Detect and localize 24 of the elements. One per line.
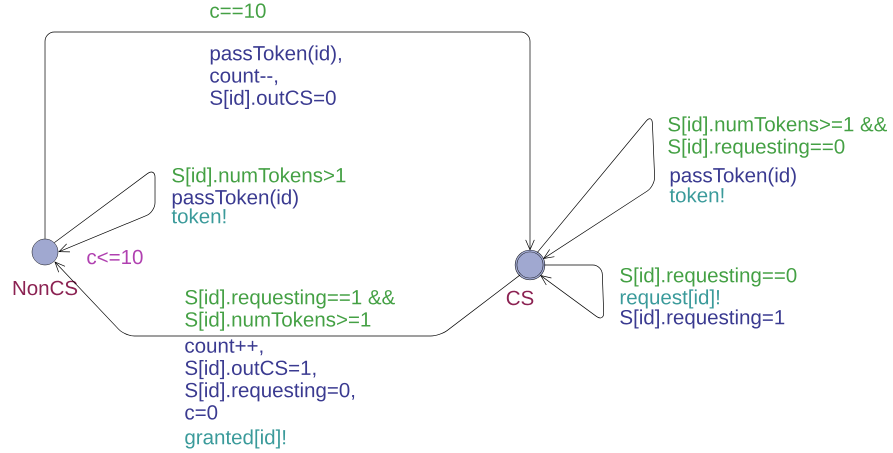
sync-label: request[id]! — [620, 289, 719, 309]
transition-arrow — [54, 172, 156, 252]
update-label: S[id].requesting=1 — [620, 309, 784, 329]
location: NonCS — [14, 238, 78, 296]
guard-label: S[id].requesting==1 && S[id].numTokens>=1 — [185, 289, 395, 331]
update-label: count++, S[id].outCS=1, S[id].requesting=0, c=0 — [185, 339, 354, 420]
update-label: passToken(id) — [172, 189, 298, 209]
transition-arrow — [540, 264, 604, 318]
transition-arrow — [54, 261, 520, 336]
update-label: passToken(id), count--, S[id].outCS=0 — [210, 45, 341, 110]
transition-arrow — [44, 32, 535, 251]
guard-label: c==10 — [210, 3, 266, 18]
sync-label: granted[id]! — [185, 429, 286, 449]
update-label: passToken(id) — [670, 167, 796, 187]
location: CS — [506, 250, 546, 306]
guard-label: S[id].numTokens>=1 && S[id].requesting==0 — [668, 116, 888, 158]
transition-arrow — [536, 118, 655, 259]
node-label: CS — [506, 290, 534, 306]
guard-label: S[id].numTokens>1 — [172, 167, 346, 187]
sync-label: token! — [670, 187, 724, 202]
invariant-label: c<=10 — [87, 250, 143, 264]
sync-label: token! — [172, 208, 226, 224]
guard-label: S[id].requesting==0 — [620, 267, 796, 287]
node-label: NonCS — [14, 280, 78, 296]
